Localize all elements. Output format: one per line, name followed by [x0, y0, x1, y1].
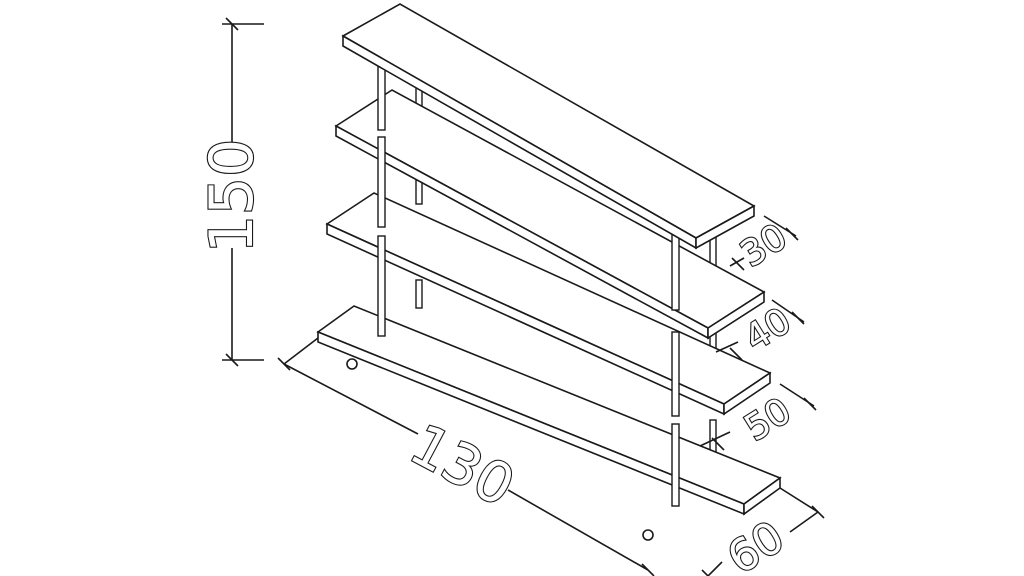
top-shelf-side [695, 204, 755, 250]
wheel-right [642, 529, 654, 541]
third-shelf-side [723, 371, 771, 416]
front-right-rod-2 [671, 331, 680, 417]
bottom-shelf [316, 305, 782, 541]
length-label: 130 [400, 412, 525, 520]
gap-dimension-top: 30 [729, 215, 799, 277]
front-right-rod-3 [671, 423, 680, 507]
top-shelf [341, 3, 756, 250]
rear-left-rod-3 [415, 279, 423, 309]
front-left-rod-3 [377, 235, 386, 337]
third-shelf [325, 192, 772, 416]
front-left-rod-1 [377, 61, 386, 131]
height-label: 150 [197, 139, 267, 254]
second-shelf-side [707, 290, 765, 340]
depth-label: 60 [719, 512, 794, 576]
second-shelf [334, 89, 766, 340]
front-left-rod-2 [377, 136, 386, 228]
front-right-rod-1 [671, 231, 680, 311]
wheel-left [346, 358, 358, 370]
height-dimension: 150 [196, 17, 268, 367]
gap-top-label: 30 [734, 216, 795, 275]
rear-left-rod-2 [415, 179, 423, 205]
front-rods [377, 61, 680, 507]
